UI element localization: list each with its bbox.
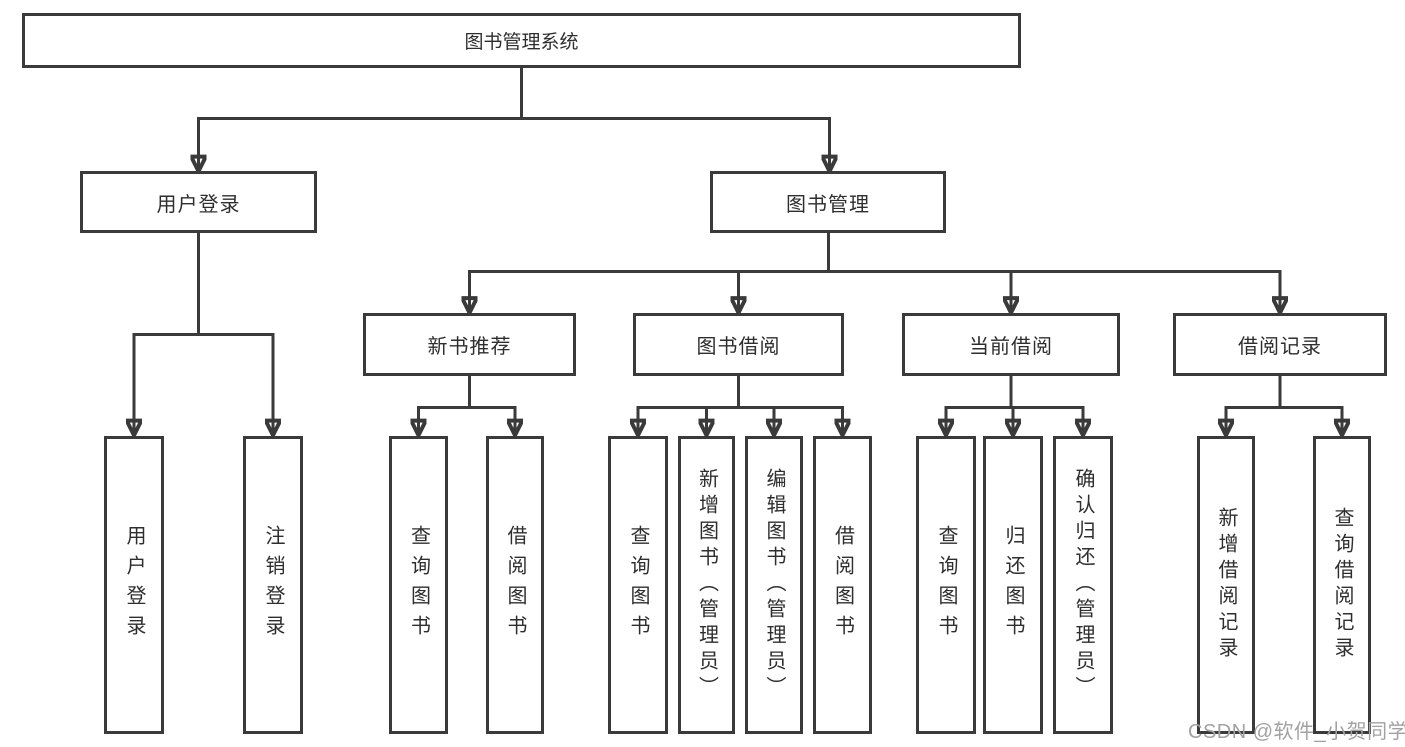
leaf-newbook-borrow-books: 借阅图书 xyxy=(486,436,544,734)
node-library-system: 图书管理系统 xyxy=(22,13,1021,68)
node-borrow-records: 借阅记录 xyxy=(1173,313,1387,376)
node-book-management: 图书管理 xyxy=(710,171,946,233)
node-new-book-recommend: 新书推荐 xyxy=(363,313,576,376)
node-user-login: 用户登录 xyxy=(80,171,317,233)
leaf-records-query-record: 查询借阅记录 xyxy=(1313,436,1371,734)
leaf-borrow-edit-books-admin: 编辑图书（管理员） xyxy=(745,436,803,734)
leaf-records-add-record: 新增借阅记录 xyxy=(1197,436,1255,734)
leaf-borrow-add-books-admin: 新增图书（管理员） xyxy=(678,436,735,734)
leaf-current-confirm-return-admin: 确认归还（管理员） xyxy=(1053,436,1113,734)
leaf-user-login: 用户登录 xyxy=(104,436,164,734)
leaf-newbook-query-books: 查询图书 xyxy=(389,436,448,734)
leaf-current-return-books: 归还图书 xyxy=(983,436,1043,734)
csdn-watermark: CSDN @软件_小贺同学 xyxy=(1188,721,1405,743)
leaf-current-query-books: 查询图书 xyxy=(916,436,976,734)
leaf-borrow-borrow-books: 借阅图书 xyxy=(813,436,872,734)
node-book-borrow: 图书借阅 xyxy=(633,313,844,376)
leaf-logout: 注销登录 xyxy=(243,436,303,734)
leaf-borrow-query-books: 查询图书 xyxy=(608,436,668,734)
node-current-borrow: 当前借阅 xyxy=(902,313,1120,376)
